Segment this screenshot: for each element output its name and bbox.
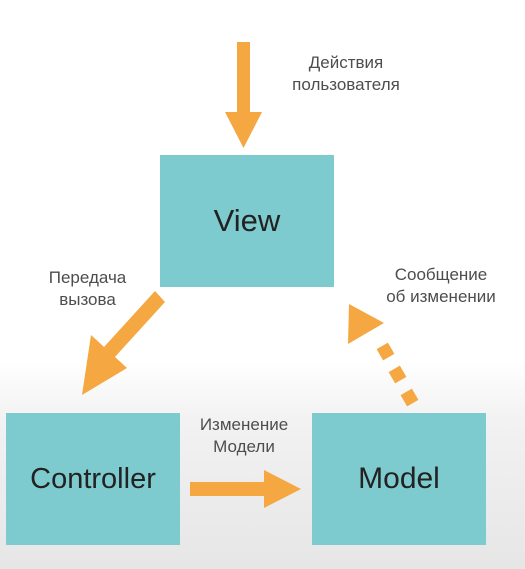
notify-arrow [348,304,419,407]
call-line2: вызова [59,290,116,309]
user-actions-line2: пользователя [292,75,400,94]
call-arrow [82,291,165,395]
notify-label: Сообщение об изменении [366,264,516,308]
user-action-arrow [225,42,262,148]
call-label: Передача вызова [30,267,145,311]
view-box: View [160,155,334,287]
user-actions-label: Действия пользователя [276,52,416,96]
controller-box: Controller [6,413,180,545]
model-box-label: Model [358,462,440,495]
view-box-label: View [213,203,281,238]
notify-line1: Сообщение [394,265,488,284]
change-model-label: Изменение Модели [182,414,306,458]
notify-line2: об изменении [386,287,496,306]
change-model-arrow [190,470,301,508]
change-line1: Изменение [199,415,289,434]
user-actions-line1: Действия [308,53,384,72]
change-line2: Модели [213,437,275,456]
controller-box-label: Controller [30,462,156,495]
call-line1: Передача [48,268,127,287]
model-box: Model [312,413,486,545]
